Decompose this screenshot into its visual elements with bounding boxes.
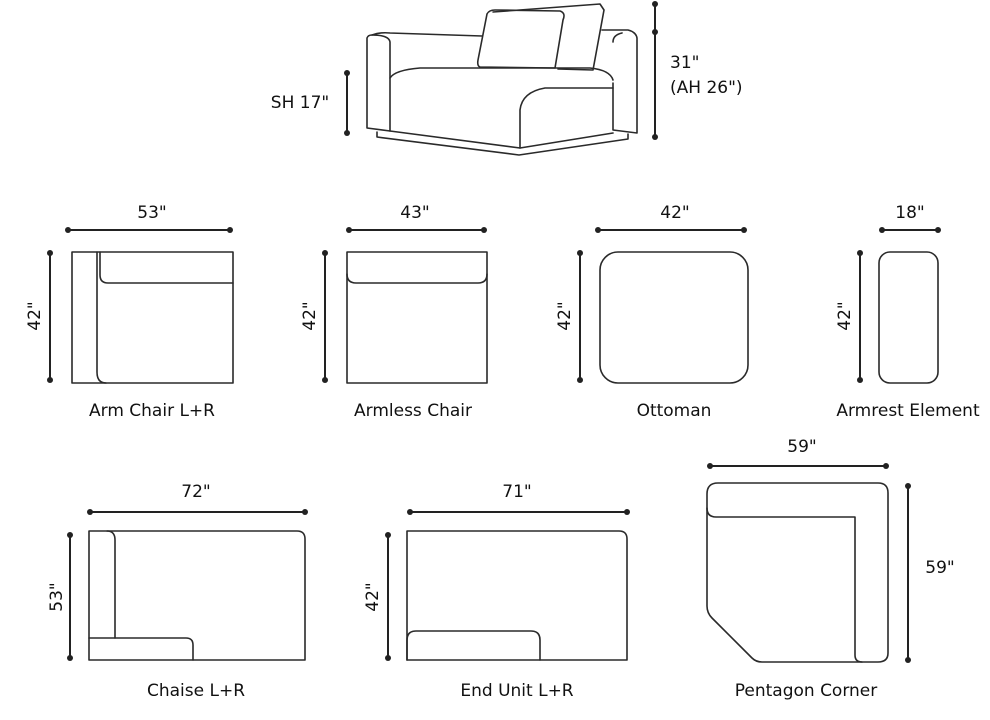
armless-chair-width: 43" [400, 203, 429, 223]
arm-chair-depth: 42" [25, 301, 45, 330]
ottoman-depth: 42" [555, 301, 575, 330]
armrest-element-plan: 18" 42" Armrest Element [835, 203, 980, 421]
chaise-depth: 53" [47, 582, 67, 611]
pentagon-label: Pentagon Corner [735, 681, 878, 701]
pentagon-corner-plan: 59" 59" Pentagon Corner [706, 437, 955, 701]
arm-chair-width: 53" [137, 203, 166, 223]
seat-height-label: SH 17" [271, 93, 329, 113]
chaise-plan: 72" 53" Chaise L+R [47, 482, 308, 701]
ottoman-label: Ottoman [637, 401, 712, 421]
pentagon-width: 59" [787, 437, 816, 457]
height-label: 31" [670, 53, 699, 73]
armrest-width: 18" [895, 203, 924, 223]
armless-chair-label: Armless Chair [354, 401, 472, 421]
arm-height-label: (AH 26") [670, 78, 743, 98]
sofa-elevation-drawing [366, 3, 638, 156]
seat-height-dimension-line [344, 70, 350, 136]
end-unit-label: End Unit L+R [460, 681, 573, 701]
end-unit-depth: 42" [363, 582, 383, 611]
end-unit-plan: 71" 42" End Unit L+R [363, 482, 630, 701]
arm-chair-plan: 53" 42" Arm Chair L+R [25, 203, 234, 421]
arm-chair-label: Arm Chair L+R [89, 401, 215, 421]
height-dimension-line [652, 1, 658, 140]
ottoman-plan: 42" 42" Ottoman [555, 203, 749, 421]
end-unit-width: 71" [502, 482, 531, 502]
armrest-depth: 42" [835, 301, 855, 330]
ottoman-width: 42" [660, 203, 689, 223]
pentagon-depth: 59" [925, 558, 954, 578]
armless-chair-depth: 42" [300, 301, 320, 330]
armless-chair-plan: 43" 42" Armless Chair [300, 203, 488, 421]
chaise-width: 72" [181, 482, 210, 502]
chaise-label: Chaise L+R [147, 681, 245, 701]
armrest-label: Armrest Element [836, 401, 980, 421]
